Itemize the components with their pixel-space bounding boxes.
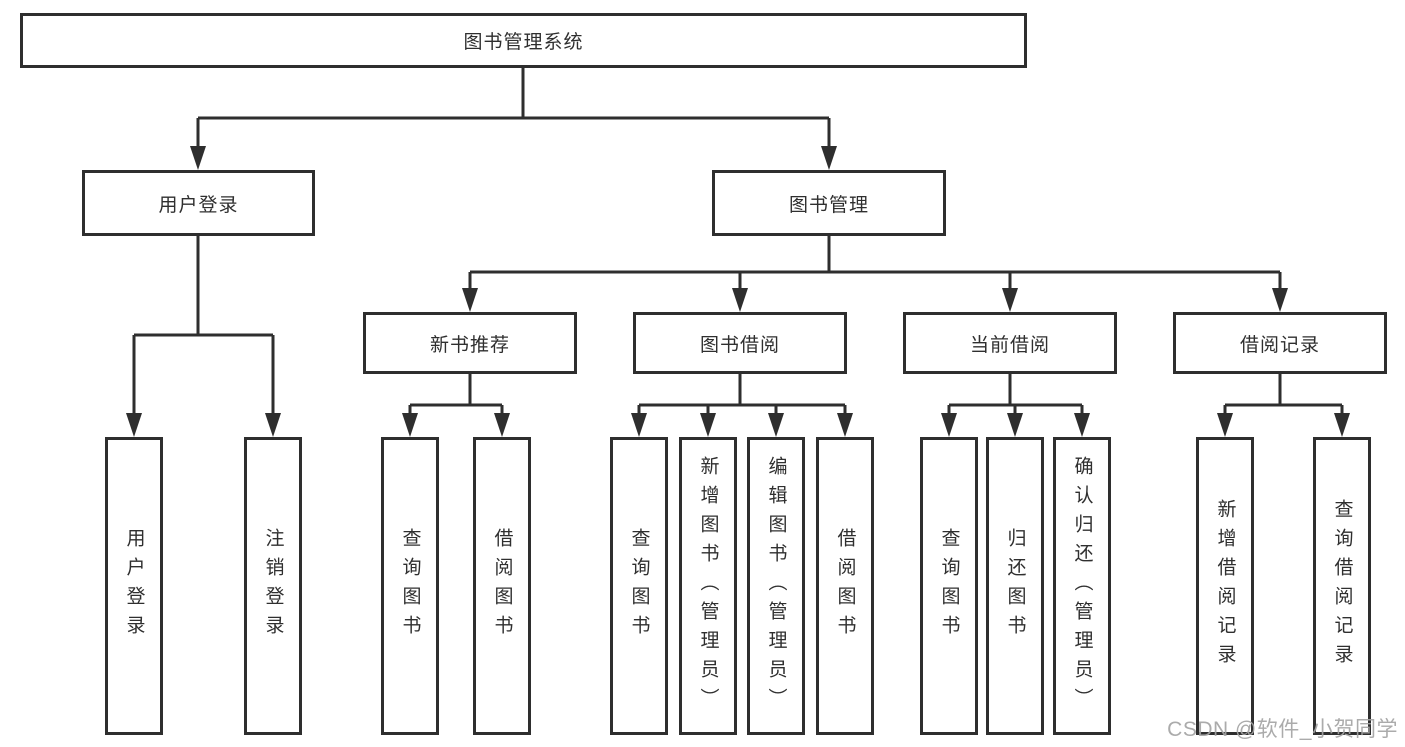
node-current-borrowing-label: 当前借阅 bbox=[969, 334, 1050, 356]
leaf-current-return-books: 归还图书 bbox=[986, 437, 1044, 735]
leaf-borrow-borrow-books-label: 借阅图书 bbox=[834, 528, 856, 644]
node-current-borrowing: 当前借阅 bbox=[903, 312, 1117, 374]
leaf-records-add-record: 新增借阅记录 bbox=[1196, 437, 1254, 735]
leaf-recommend-query-books: 查询图书 bbox=[381, 437, 439, 735]
leaf-borrow-add-books-admin-label: 新增图书（管理员） bbox=[697, 455, 719, 717]
leaf-current-query-books: 查询图书 bbox=[920, 437, 978, 735]
leaf-current-return-books-label: 归还图书 bbox=[1004, 528, 1026, 644]
node-user-login: 用户登录 bbox=[82, 170, 315, 236]
node-book-management: 图书管理 bbox=[712, 170, 946, 236]
node-new-book-recommend-label: 新书推荐 bbox=[429, 334, 510, 356]
leaf-borrow-add-books-admin: 新增图书（管理员） bbox=[679, 437, 737, 735]
node-library-system-label: 图书管理系统 bbox=[463, 32, 584, 53]
tree-edges bbox=[132, 68, 1344, 416]
node-borrowing-records-label: 借阅记录 bbox=[1239, 334, 1320, 356]
leaf-current-confirm-return-admin-label: 确认归还（管理员） bbox=[1071, 455, 1093, 717]
leaf-recommend-borrow-books-label: 借阅图书 bbox=[491, 528, 513, 644]
leaf-logout: 注销登录 bbox=[244, 437, 302, 735]
node-book-borrowing: 图书借阅 bbox=[633, 312, 847, 374]
leaf-records-add-record-label: 新增借阅记录 bbox=[1214, 499, 1236, 673]
leaf-borrow-query-books: 查询图书 bbox=[610, 437, 668, 735]
node-book-borrowing-label: 图书借阅 bbox=[699, 334, 780, 356]
node-new-book-recommend: 新书推荐 bbox=[363, 312, 577, 374]
leaf-logout-label: 注销登录 bbox=[262, 528, 284, 644]
leaf-borrow-borrow-books: 借阅图书 bbox=[816, 437, 874, 735]
arrowheads bbox=[126, 146, 1350, 437]
node-borrowing-records: 借阅记录 bbox=[1173, 312, 1387, 374]
leaf-user-login-label: 用户登录 bbox=[123, 528, 145, 644]
leaf-borrow-edit-books-admin: 编辑图书（管理员） bbox=[747, 437, 805, 735]
leaf-recommend-borrow-books: 借阅图书 bbox=[473, 437, 531, 735]
leaf-borrow-edit-books-admin-label: 编辑图书（管理员） bbox=[765, 455, 787, 717]
node-library-system: 图书管理系统 bbox=[20, 13, 1027, 68]
leaf-borrow-query-books-label: 查询图书 bbox=[628, 528, 650, 644]
csdn-watermark: CSDN @软件_小贺同学 bbox=[1167, 718, 1398, 741]
leaf-records-query-record-label: 查询借阅记录 bbox=[1331, 499, 1353, 673]
node-user-login-label: 用户登录 bbox=[158, 194, 239, 216]
leaf-recommend-query-books-label: 查询图书 bbox=[399, 528, 421, 644]
leaf-user-login: 用户登录 bbox=[105, 437, 163, 735]
node-book-management-label: 图书管理 bbox=[788, 194, 869, 216]
leaf-records-query-record: 查询借阅记录 bbox=[1313, 437, 1371, 735]
leaf-current-query-books-label: 查询图书 bbox=[938, 528, 960, 644]
leaf-current-confirm-return-admin: 确认归还（管理员） bbox=[1053, 437, 1111, 735]
